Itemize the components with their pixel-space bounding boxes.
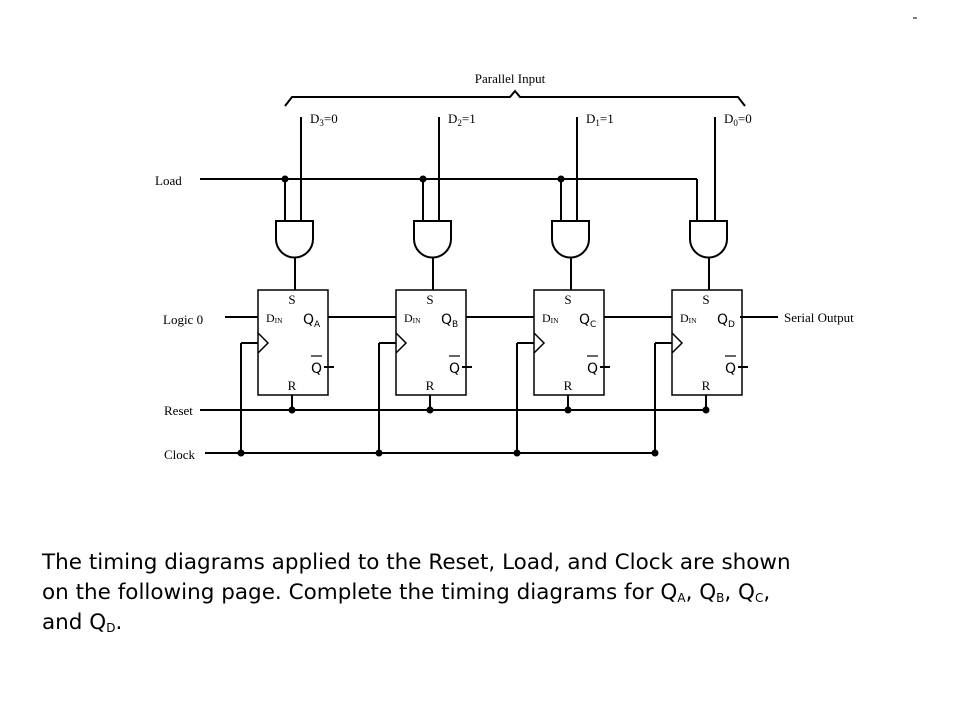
clock-triangle-2 — [395, 332, 408, 354]
qbar-label-4: Q — [725, 361, 736, 377]
caption-text-2: on the following page. Complete the timi… — [42, 580, 678, 605]
clock-junction-2 — [375, 449, 383, 457]
caption-sep-2: , Q — [724, 580, 755, 605]
clock-triangle-4 — [671, 332, 684, 354]
parallel-input-label: Parallel Input — [475, 71, 546, 86]
input-label-1: D3=0 — [310, 111, 338, 128]
reset-pin-label-4: R — [702, 378, 711, 393]
din-label-2: DIN — [404, 311, 421, 325]
clock-triangle-3 — [533, 332, 546, 354]
caption-line-2: on the following page. Complete the timi… — [42, 578, 922, 608]
caption-line-1: The timing diagrams applied to the Reset… — [42, 548, 922, 578]
caption-line-3: and QD. — [42, 608, 922, 638]
sub-a: A — [677, 591, 686, 605]
parallel-input-brace — [284, 89, 746, 107]
qbar-label-2: Q — [449, 361, 460, 377]
set-label-2: S — [426, 292, 433, 307]
and-gate-1 — [275, 220, 314, 259]
input-label-2: D2=1 — [448, 111, 476, 128]
reset-junction-4 — [702, 406, 710, 414]
set-label-4: S — [702, 292, 709, 307]
sub-d: D — [106, 621, 116, 635]
reset-pin-label-2: R — [426, 378, 435, 393]
reset-junction-2 — [426, 406, 434, 414]
caption: The timing diagrams applied to the Reset… — [42, 548, 922, 638]
caption-text-3: and Q — [42, 610, 107, 635]
qbar-label-1: Q — [311, 361, 322, 377]
reset-junction-1 — [288, 406, 296, 414]
clock-junction-3 — [513, 449, 521, 457]
clock-junction-4 — [651, 449, 659, 457]
reset-label: Reset — [164, 403, 193, 418]
qbar-label-3: Q — [587, 361, 598, 377]
and-gate-3 — [551, 220, 590, 259]
sub-c: C — [754, 591, 764, 605]
din-label-4: DIN — [680, 311, 697, 325]
logic0-label: Logic 0 — [163, 312, 203, 327]
set-label-3: S — [564, 292, 571, 307]
q-label-1: QA — [303, 312, 321, 330]
reset-pin-label-3: R — [564, 378, 573, 393]
q-label-3: QC — [579, 312, 596, 330]
load-label: Load — [155, 173, 182, 188]
caption-sep-3: , — [763, 580, 771, 605]
din-label-1: DIN — [266, 311, 283, 325]
serial-output-label: Serial Output — [784, 310, 854, 325]
din-label-3: DIN — [542, 311, 559, 325]
caption-text-1: The timing diagrams applied to the Reset… — [42, 550, 791, 575]
q-label-2: QB — [441, 312, 458, 330]
sub-b: B — [716, 591, 725, 605]
clock-triangle-1 — [257, 332, 270, 354]
input-label-3: D1=1 — [586, 111, 614, 128]
set-label-1: S — [288, 292, 295, 307]
q-label-4: QD — [717, 312, 735, 330]
caption-end: . — [115, 610, 123, 635]
reset-junction-3 — [564, 406, 572, 414]
and-gate-4 — [689, 220, 728, 259]
input-label-4: D0=0 — [724, 111, 752, 128]
caption-sep-1: , Q — [685, 580, 717, 605]
and-gate-2 — [413, 220, 452, 259]
clock-label: Clock — [164, 447, 196, 462]
reset-pin-label-1: R — [288, 378, 297, 393]
clock-junction-1 — [237, 449, 245, 457]
